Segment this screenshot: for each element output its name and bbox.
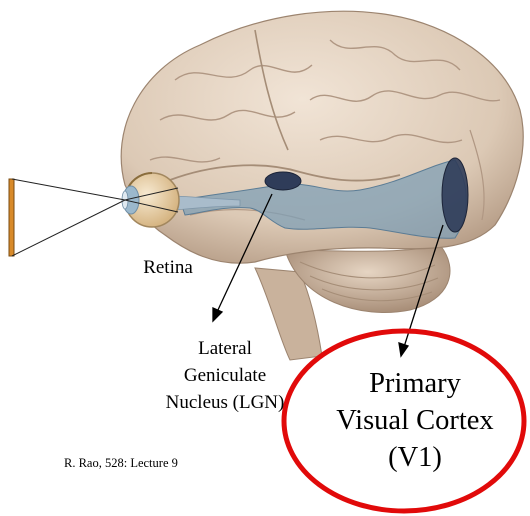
v1-label-line: (V1) xyxy=(300,439,530,476)
v1-region xyxy=(442,158,468,232)
lgn-label-line: Geniculate xyxy=(150,362,300,389)
lecture-credit: R. Rao, 528: Lecture 9 xyxy=(64,456,284,471)
v1-label: Primary Visual Cortex (V1) xyxy=(300,365,530,476)
lgn-label-line: Nucleus (LGN) xyxy=(150,389,300,416)
stimulus-bar-icon xyxy=(9,179,14,256)
lgn-label-line: Lateral xyxy=(150,335,300,362)
retina-label: Retina xyxy=(118,257,218,279)
v1-label-line: Visual Cortex xyxy=(300,402,530,439)
v1-label-line: Primary xyxy=(300,365,530,402)
lgn-label: Lateral Geniculate Nucleus (LGN) xyxy=(150,335,300,416)
lgn-nucleus xyxy=(265,172,301,190)
